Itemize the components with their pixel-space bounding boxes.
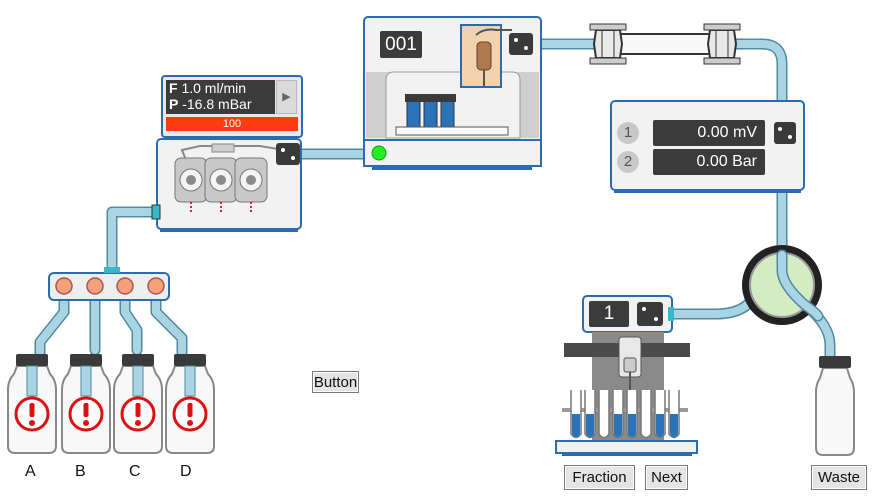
fraction-counter: 1 bbox=[589, 301, 629, 327]
autosampler-vials bbox=[395, 94, 509, 136]
next-button[interactable]: Next bbox=[645, 465, 688, 490]
pump-display: F 1.0 ml/min P -16.8 mBar ▶ 100 bbox=[161, 75, 303, 138]
waste-bottle bbox=[815, 356, 855, 456]
solvent-label-d: D bbox=[180, 463, 192, 480]
warning-icon bbox=[14, 396, 50, 432]
pressure-prefix: P bbox=[169, 96, 179, 112]
detector-channel-2-number: 2 bbox=[617, 151, 639, 173]
solvent-bottle-d[interactable] bbox=[165, 354, 215, 454]
solvent-label-a: A bbox=[25, 463, 36, 480]
pump-readout: F 1.0 ml/min P -16.8 mBar bbox=[166, 80, 275, 114]
collection-tube bbox=[570, 390, 582, 439]
generic-button[interactable]: Button bbox=[312, 371, 359, 393]
detector-channel-1-number: 1 bbox=[617, 122, 639, 144]
solvent-bottles bbox=[7, 354, 215, 454]
detector bbox=[610, 100, 805, 193]
pump-progress-bar: 100 bbox=[166, 117, 298, 131]
fraction-button[interactable]: Fraction bbox=[564, 465, 635, 490]
tube-rack bbox=[562, 408, 688, 412]
manifold-port-a bbox=[55, 277, 73, 295]
collection-tube bbox=[598, 390, 610, 439]
valve-flow-path bbox=[776, 249, 824, 322]
collection-tube bbox=[640, 390, 652, 439]
collection-tube bbox=[584, 390, 596, 439]
status-led bbox=[371, 145, 387, 161]
flow-prefix: F bbox=[169, 80, 178, 96]
manifold-port-d bbox=[147, 277, 165, 295]
solvent-label-c: C bbox=[129, 463, 141, 480]
fraction-fitting bbox=[637, 302, 663, 326]
warning-icon bbox=[172, 396, 208, 432]
detector-channel-1-value: 0.00 mV bbox=[653, 120, 765, 146]
pressure: -16.8 mBar bbox=[182, 96, 252, 112]
manifold-port-c bbox=[116, 277, 134, 295]
collection-tube bbox=[626, 390, 638, 439]
pump-outlet-fitting bbox=[276, 143, 300, 165]
manifold-port-b bbox=[86, 277, 104, 295]
pump bbox=[151, 138, 302, 232]
waste-button[interactable]: Waste bbox=[811, 465, 867, 490]
warning-icon bbox=[120, 396, 156, 432]
collection-tube bbox=[668, 390, 680, 439]
collection-tube bbox=[612, 390, 624, 439]
flow-rate: 1.0 ml/min bbox=[181, 80, 247, 96]
column bbox=[589, 23, 741, 65]
injector-outlet-fitting bbox=[509, 33, 533, 55]
solvent-manifold bbox=[48, 267, 170, 301]
injector-counter: 001 bbox=[380, 31, 422, 58]
solvent-bottle-c[interactable] bbox=[113, 354, 163, 454]
solvent-bottle-b[interactable] bbox=[61, 354, 111, 454]
fraction-tubes bbox=[562, 390, 688, 439]
pump-heads bbox=[174, 143, 286, 214]
detector-channel-2-value: 0.00 Bar bbox=[653, 149, 765, 175]
detector-fitting bbox=[774, 122, 796, 144]
pump-menu-arrow-button[interactable]: ▶ bbox=[276, 80, 297, 114]
collection-tube bbox=[654, 390, 666, 439]
warning-icon bbox=[68, 396, 104, 432]
pump-progress-label: 100 bbox=[222, 118, 242, 130]
solvent-label-b: B bbox=[75, 463, 86, 480]
solvent-bottle-a[interactable] bbox=[7, 354, 57, 454]
